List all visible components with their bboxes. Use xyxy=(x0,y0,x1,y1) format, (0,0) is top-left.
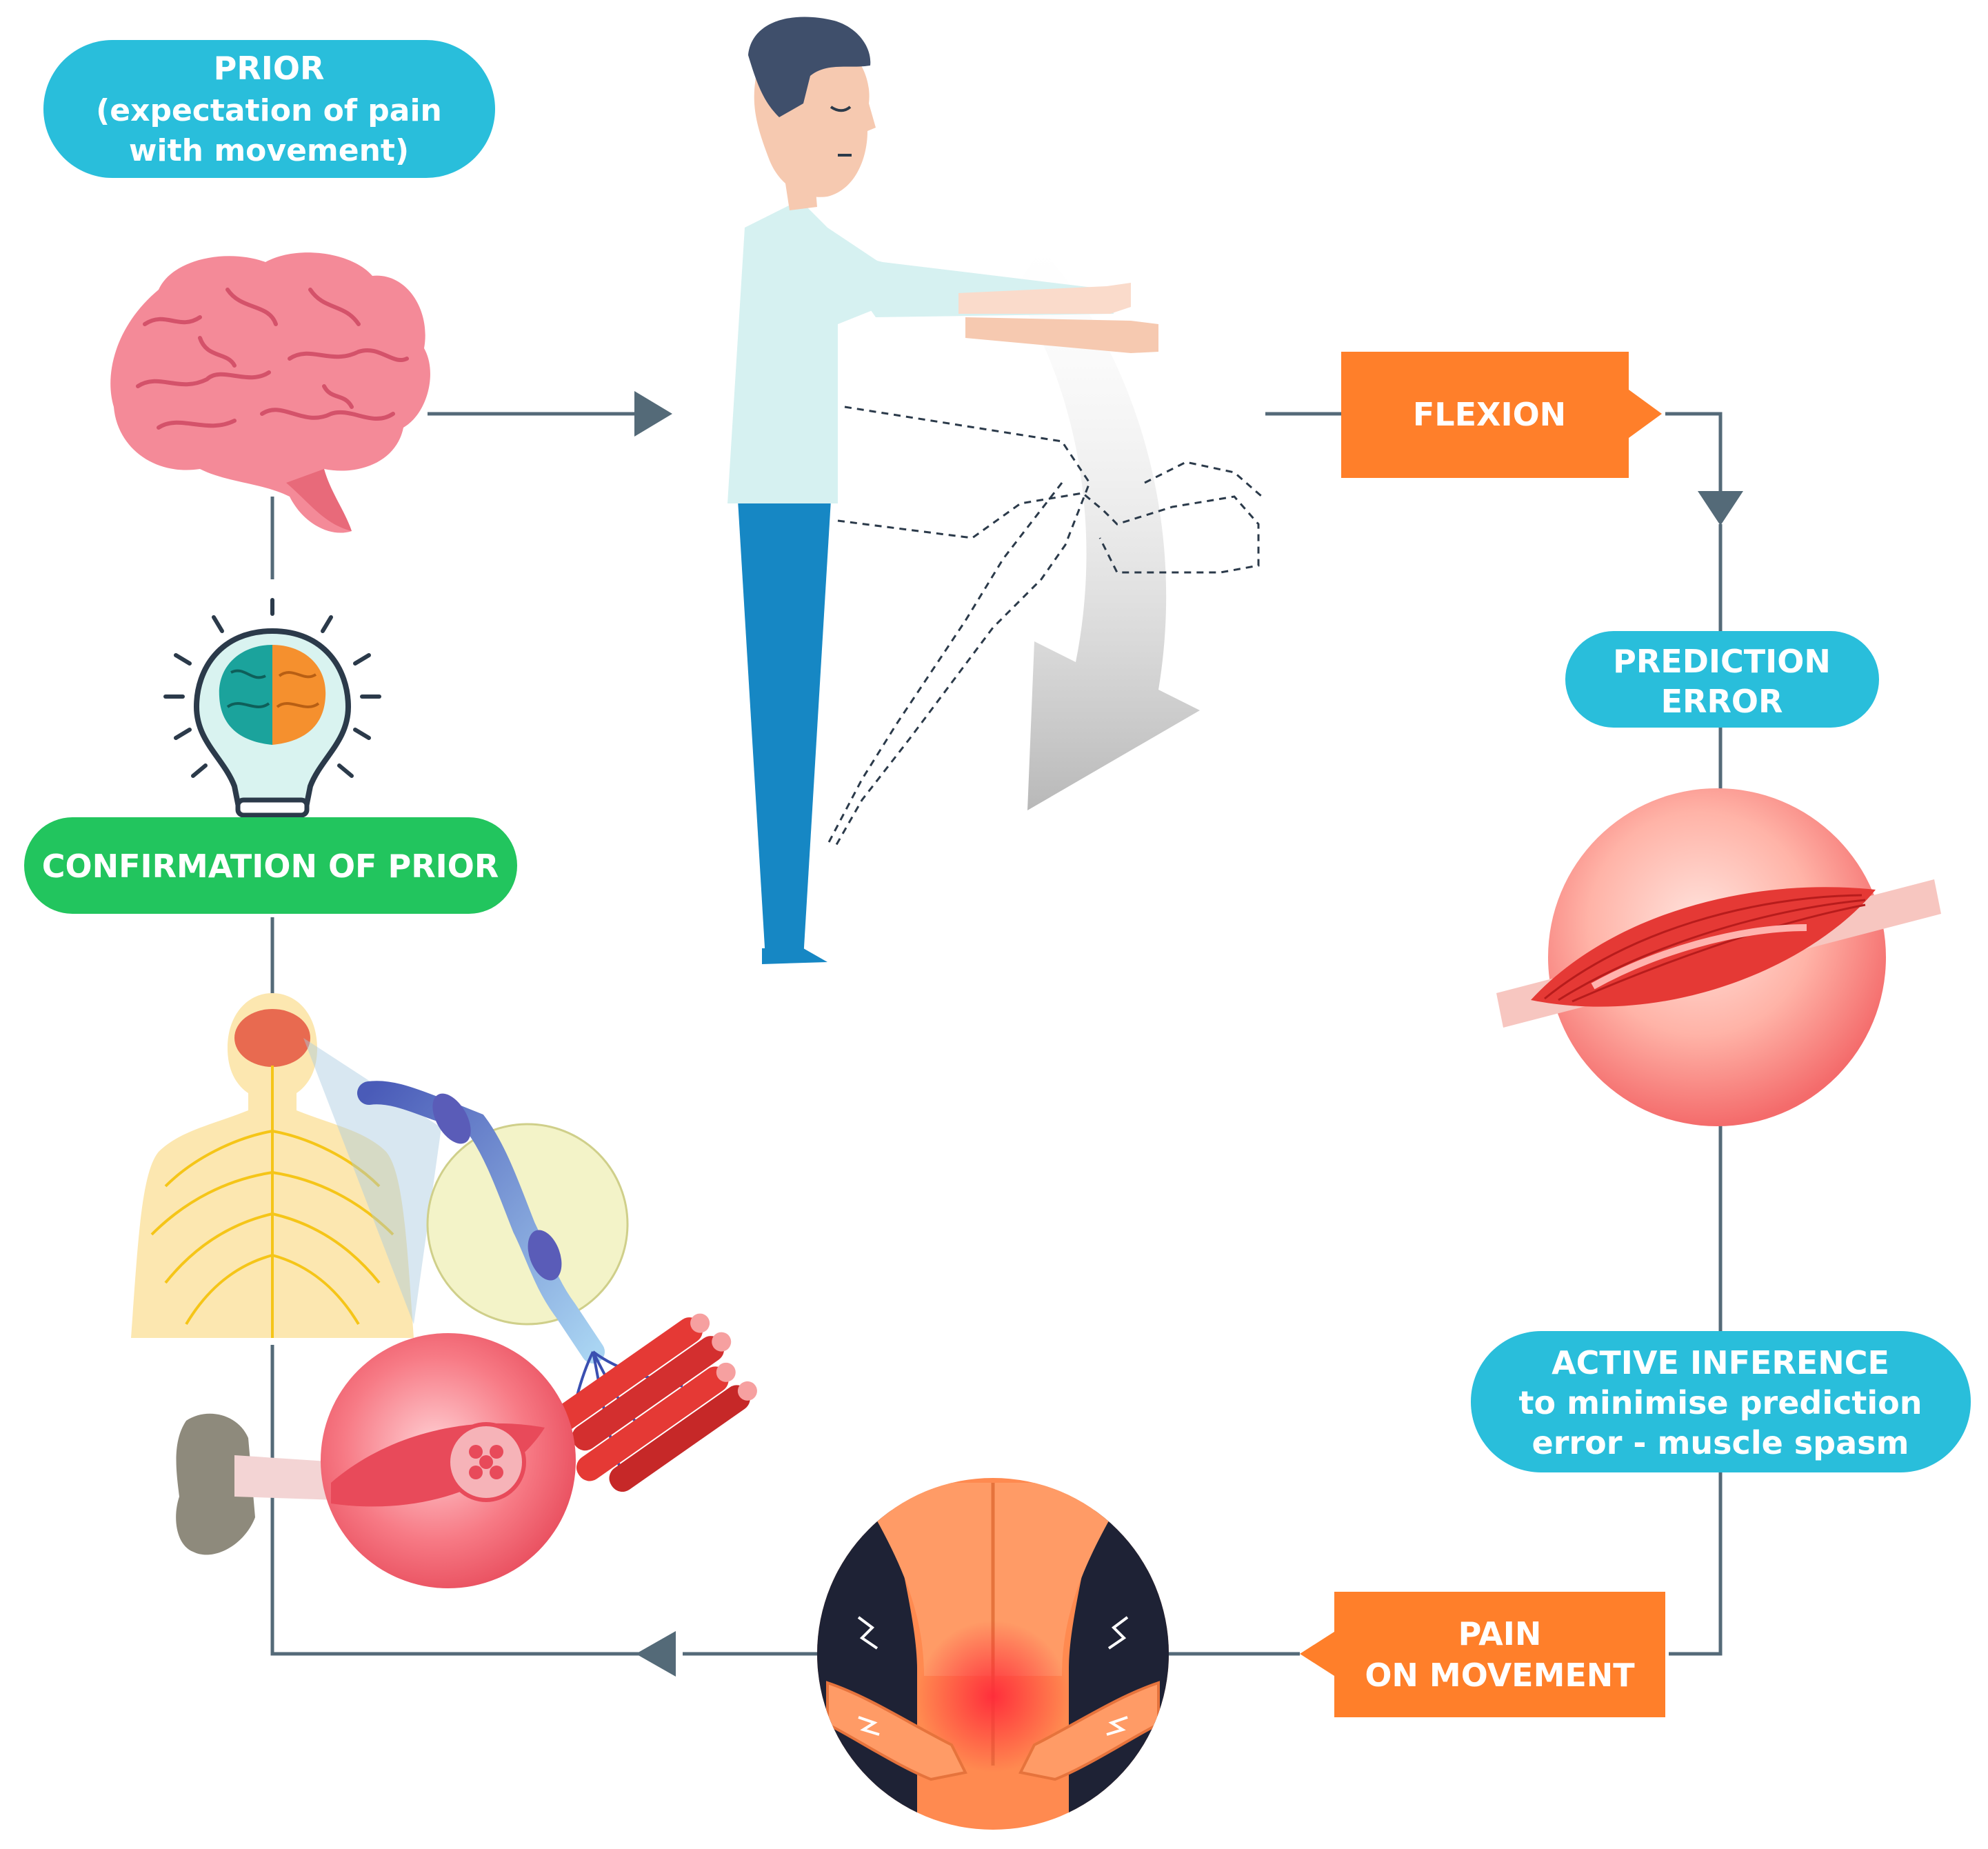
confirmation-label: CONFIRMATION OF PRIOR xyxy=(42,848,499,885)
active-inference-label-3: error - muscle spasm xyxy=(1532,1424,1909,1461)
arrowheads xyxy=(634,391,1743,1677)
back-pain-icon xyxy=(817,1478,1169,1830)
prior-node: PRIOR (expectation of pain with movement… xyxy=(43,40,495,178)
prediction-error-node: PREDICTION ERROR xyxy=(1565,631,1879,728)
connectors xyxy=(270,412,1723,1656)
connector-flexion-down xyxy=(1665,412,1723,497)
person-bending-icon xyxy=(727,17,1263,964)
prediction-error-label-1: PREDICTION xyxy=(1613,643,1831,680)
prior-label-1: PRIOR xyxy=(214,50,325,87)
prior-label-2: (expectation of pain xyxy=(96,93,442,128)
arrow-left-icon xyxy=(636,1631,676,1677)
pain-label-1: PAIN xyxy=(1458,1615,1542,1652)
flexion-node: FLEXION xyxy=(1341,352,1662,478)
prior-label-3: with movement) xyxy=(129,133,409,168)
pain-node: PAIN ON MOVEMENT xyxy=(1300,1592,1665,1717)
muscle-icon xyxy=(1496,788,1941,1126)
active-inference-label-1: ACTIVE INFERENCE xyxy=(1552,1344,1889,1381)
lightbulb-brain-icon xyxy=(163,598,381,848)
connector-inference-to-pain xyxy=(1669,1472,1723,1656)
confirmation-node: CONFIRMATION OF PRIOR xyxy=(24,817,517,914)
prediction-error-label-2: ERROR xyxy=(1661,683,1783,720)
arrow-down-icon xyxy=(1698,491,1743,526)
nervous-system-icon xyxy=(131,993,757,1588)
connector-left-up xyxy=(270,1345,655,1656)
pain-label-2: ON MOVEMENT xyxy=(1365,1657,1635,1694)
active-inference-label-2: to minimise prediction xyxy=(1519,1384,1922,1421)
active-inference-node: ACTIVE INFERENCE to minimise prediction … xyxy=(1471,1331,1971,1472)
brain-icon xyxy=(110,252,430,533)
flexion-label: FLEXION xyxy=(1413,396,1566,433)
arrow-right-icon xyxy=(634,391,672,437)
